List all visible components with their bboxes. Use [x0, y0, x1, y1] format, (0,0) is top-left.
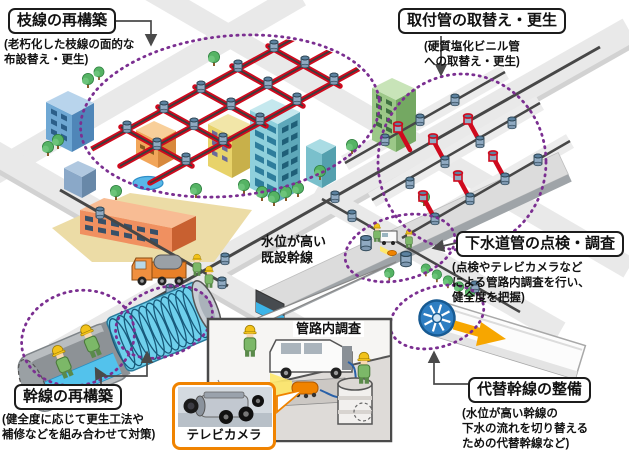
inspection-scene — [360, 222, 414, 268]
alternative-trunk-pipe — [418, 299, 587, 381]
building-small-blue — [64, 161, 96, 198]
shield-machine-face — [418, 299, 456, 337]
callout-trunk-title: 幹線の再構築 — [14, 384, 123, 411]
inset-manhole-shaft — [337, 377, 373, 425]
highlight-branch-grid — [79, 33, 381, 199]
building-tall-teal — [250, 99, 300, 202]
building-blue — [46, 91, 94, 152]
highlight-inspection-scene — [343, 212, 457, 284]
callout-inspection-desc: (点検やテレビカメラなど による管路内調査を行い、 健全度を把握) — [452, 262, 590, 304]
callout-inspection-title: 下水道管の点検・調査 — [456, 231, 625, 258]
photo-leader-wedge — [276, 389, 304, 414]
callout-alternative-title: 代替幹線の整備 — [468, 377, 592, 404]
highlight-trunk-open — [20, 288, 136, 388]
branch-line-grid — [87, 26, 374, 186]
callout-connectors — [94, 20, 468, 388]
tv-camera-photo-image — [178, 387, 272, 427]
connection-pipe-area — [344, 70, 571, 240]
callout-branch-desc: (老朽化した枝線の面的な 布設替え・更生) — [4, 39, 135, 66]
inset-van — [269, 339, 353, 379]
tv-camera-photo: テレビカメラ — [172, 382, 276, 450]
callout-connection-desc: (硬質塩化ビニル管 への取替え・更生) — [424, 41, 520, 68]
callout-alternative-desc: (水位が高い幹線の 下水の流れを切り替える ための代替幹線など) — [462, 408, 589, 450]
annotation-high-water: 水位が高い 既設幹線 — [261, 234, 327, 266]
highlight-spiral-lining — [114, 284, 214, 360]
annotation-pipe-survey: 管路内調査 — [293, 321, 365, 337]
callout-connection-title: 取付管の取替え・更生 — [398, 8, 567, 35]
building-small-teal — [306, 139, 336, 188]
tv-camera-caption: テレビカメラ — [186, 428, 262, 442]
callout-branch-title: 枝線の再構築 — [8, 8, 117, 35]
callout-trunk-desc: (健全度に応じて更生工法や 補修などを組み合わせて対策) — [2, 414, 156, 441]
work-truck — [131, 254, 187, 286]
